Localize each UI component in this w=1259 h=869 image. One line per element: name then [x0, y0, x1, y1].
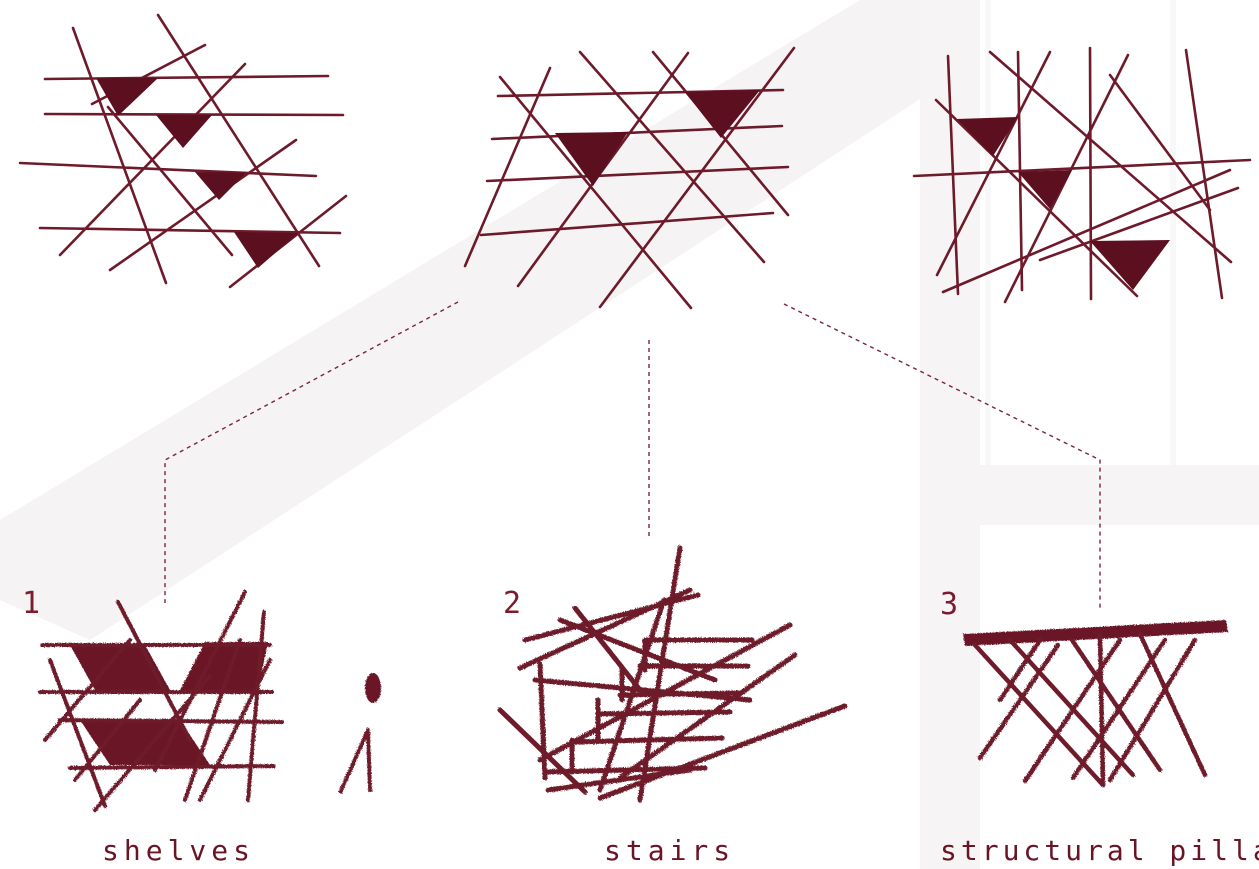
panel-number-pillars: 3: [940, 590, 958, 620]
panel-number-shelves: 1: [22, 589, 40, 619]
pillars-sketch: [963, 620, 1228, 785]
grid-pattern-left: [20, 15, 346, 287]
stairs-sketch: [500, 548, 845, 800]
caption-shelves: shelves: [102, 834, 255, 867]
human-figure-body: [340, 730, 370, 793]
human-figure-head: [365, 673, 381, 703]
caption-stairs: stairs: [604, 834, 735, 867]
caption-pillars: structural pillars: [940, 834, 1259, 867]
panel-number-stairs: 2: [503, 589, 521, 619]
